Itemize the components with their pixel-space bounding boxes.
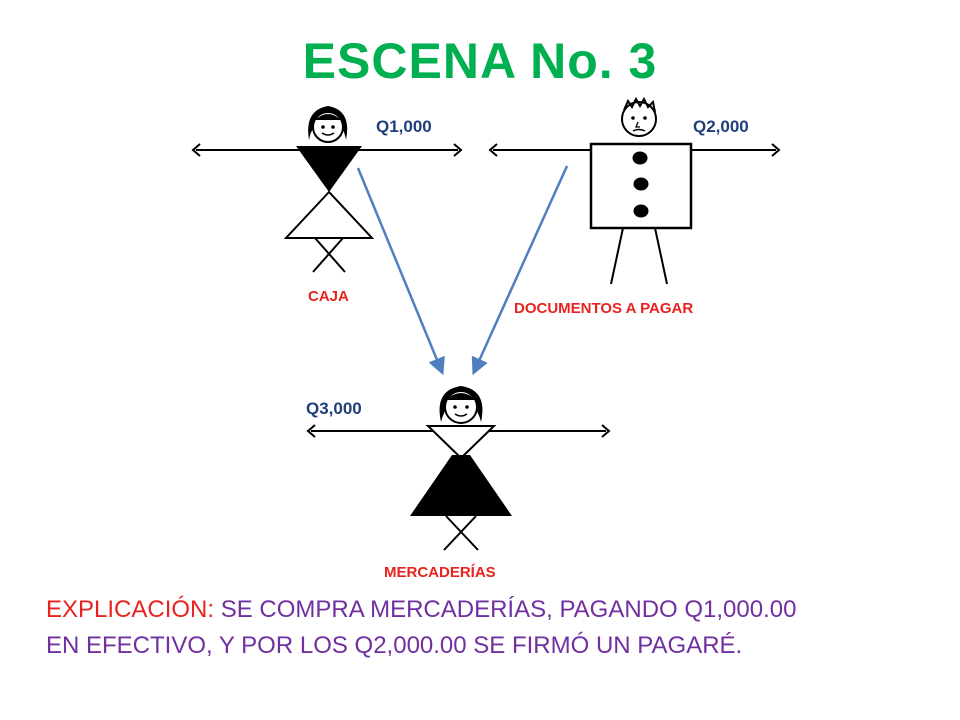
scene-title: ESCENA No. 3 bbox=[302, 33, 658, 89]
documentos-amount: Q2,000 bbox=[693, 117, 749, 136]
caja-account-label: CAJA bbox=[308, 288, 349, 305]
caja-amount: Q1,000 bbox=[376, 117, 432, 136]
mercaderias-account-label: MERCADERÍAS bbox=[384, 564, 496, 581]
mercaderias-amount: Q3,000 bbox=[306, 399, 362, 418]
explanation-text: EXPLICACIÓN: SE COMPRA MERCADERÍAS, PAGA… bbox=[46, 592, 926, 664]
documentos-head bbox=[621, 101, 657, 137]
mercaderias-torso bbox=[425, 425, 497, 460]
arrow-documentos-to-mercaderias bbox=[471, 165, 569, 376]
caja-figure bbox=[191, 106, 463, 273]
mercaderias-dress bbox=[410, 455, 512, 516]
explanation-line-2: EN EFECTIVO, Y POR LOS Q2,000.00 SE FIRM… bbox=[46, 632, 743, 659]
explanation-line-1: SE COMPRA MERCADERÍAS, PAGANDO Q1,000.00 bbox=[214, 596, 797, 623]
arrow-caja-to-mercaderias bbox=[356, 167, 445, 376]
caja-torso bbox=[296, 146, 362, 192]
caja-skirt bbox=[283, 190, 375, 239]
explanation-lead: EXPLICACIÓN: bbox=[46, 596, 215, 623]
documentos-account-label: DOCUMENTOS A PAGAR bbox=[514, 300, 694, 317]
documentos-figure bbox=[488, 96, 781, 285]
mercaderias-figure bbox=[306, 386, 611, 551]
